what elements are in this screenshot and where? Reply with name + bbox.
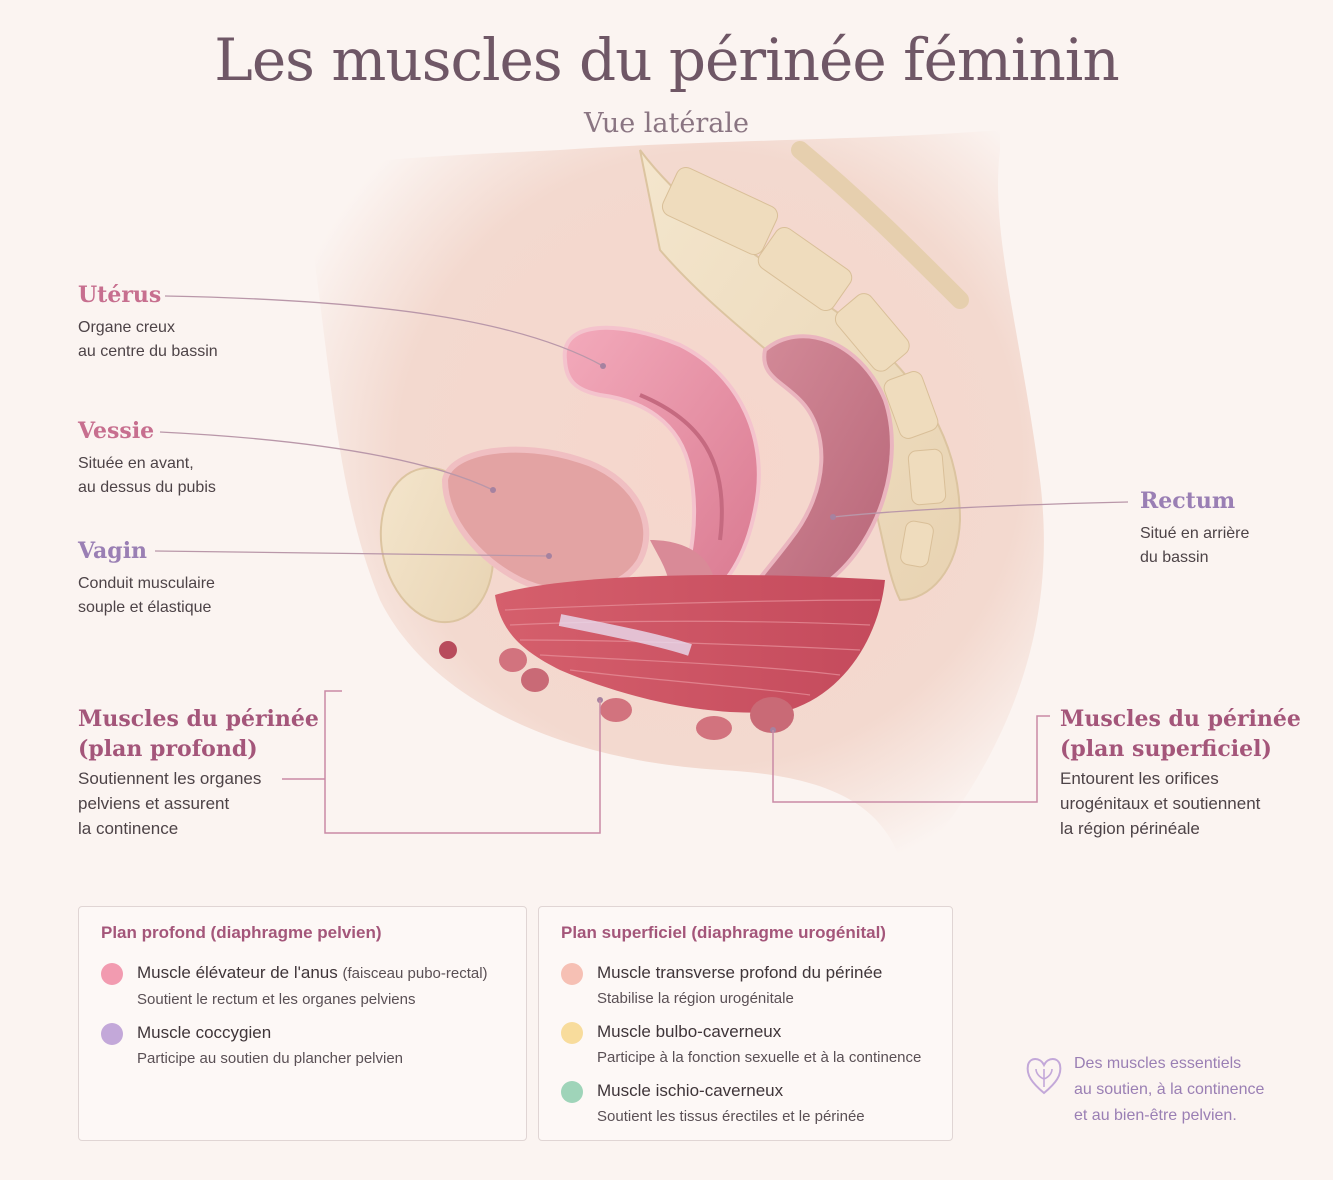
label-superficial-muscles: Muscles du périnée (plan superficiel) En… — [1060, 704, 1301, 841]
rectum-desc: Situé en arrière du bassin — [1140, 522, 1249, 570]
bracket-lines — [282, 690, 1050, 834]
heart-lotus-icon — [1026, 1058, 1062, 1095]
vessie-title: Vessie — [78, 418, 155, 444]
page-subtitle: Vue latérale — [584, 108, 749, 139]
legend-deep-title: Plan profond (diaphragme pelvien) — [101, 923, 382, 942]
legend-deep-box: Plan profond (diaphragme pelvien) Muscle… — [78, 906, 527, 1141]
deep-muscles-title: Muscles du périnée (plan profond) — [78, 704, 319, 764]
uterus-desc-line: Organe creux — [78, 319, 175, 336]
color-dot-yellow — [561, 1022, 583, 1044]
superficial-desc-line: Entourent les orifices — [1060, 769, 1219, 788]
legend-item-desc: Soutient les tissus érectiles et le péri… — [597, 1108, 865, 1125]
superficial-muscles-title: Muscles du périnée (plan superficiel) — [1060, 704, 1301, 764]
legend-item-name: Muscle ischio-caverneux — [597, 1081, 784, 1100]
vagin-title: Vagin — [78, 538, 148, 564]
note-line: Des muscles essentiels — [1074, 1055, 1242, 1072]
color-dot-lavender — [101, 1023, 123, 1045]
color-dot-peach — [561, 963, 583, 985]
uterus-title: Utérus — [78, 282, 162, 308]
legend-item-desc: Participe à la fonction sexuelle et à la… — [597, 1049, 922, 1066]
vessie-desc-line: Située en avant, — [78, 455, 194, 472]
legend-superficial-box: Plan superficiel (diaphragme urogénital)… — [538, 906, 953, 1141]
color-dot-green — [561, 1081, 583, 1103]
legend-superficial-title: Plan superficiel (diaphragme urogénital) — [561, 923, 886, 942]
note-line: au soutien, à la continence — [1074, 1081, 1265, 1098]
page-title: Les muscles du périnée féminin — [214, 26, 1119, 94]
legend-item-desc: Stabilise la région urogénitale — [597, 990, 794, 1007]
vessie-desc-line: au dessus du pubis — [78, 479, 216, 496]
vagin-desc: Conduit musculaire souple et élastique — [78, 572, 215, 620]
label-vessie: Vessie Située en avant, au dessus du pub… — [78, 416, 216, 500]
legend-item-name: Muscle élévateur de l'anus — [137, 963, 338, 982]
deep-muscles-desc: Soutiennent les organes pelviens et assu… — [78, 766, 319, 841]
legend-item-name: Muscle coccygien — [137, 1023, 272, 1042]
leader-lines — [154, 295, 1129, 557]
color-dot-pink — [101, 963, 123, 985]
legend-item-desc: Soutient le rectum et les organes pelvie… — [137, 991, 416, 1008]
superficial-title-line: (plan superficiel) — [1060, 736, 1272, 762]
rectum-desc-line: Situé en arrière — [1140, 525, 1250, 542]
deep-title-line: (plan profond) — [78, 736, 258, 762]
legend-item-name: Muscle transverse profond du périnée — [597, 963, 883, 982]
label-uterus: Utérus Organe creux au centre du bassin — [78, 280, 218, 364]
vagin-desc-line: Conduit musculaire — [78, 575, 215, 592]
label-deep-muscles: Muscles du périnée (plan profond) Soutie… — [78, 704, 319, 841]
deep-desc-line: Soutiennent les organes — [78, 769, 262, 788]
note-line: et au bien-être pelvien. — [1074, 1107, 1237, 1124]
rectum-title: Rectum — [1140, 488, 1236, 514]
fascia — [558, 614, 692, 656]
superficial-desc-line: urogénitaux et soutiennent — [1060, 794, 1261, 813]
legend-item-name: Muscle bulbo-caverneux — [597, 1022, 782, 1041]
superficial-muscles — [439, 641, 794, 740]
deep-desc-line: pelviens et assurent — [78, 794, 230, 813]
superficial-title-line: Muscles du périnée — [1060, 706, 1301, 732]
vagin-desc-line: souple et élastique — [78, 599, 212, 616]
legend-item-qualifier: (faisceau pubo-rectal) — [342, 965, 488, 982]
superficial-desc-line: la région périnéale — [1060, 819, 1200, 838]
superficial-muscles-desc: Entourent les orifices urogénitaux et so… — [1060, 766, 1301, 841]
uterus-desc-line: au centre du bassin — [78, 343, 218, 360]
deep-title-line: Muscles du périnée — [78, 706, 319, 732]
deep-desc-line: la continence — [78, 819, 179, 838]
rectum-desc-line: du bassin — [1140, 549, 1209, 566]
closing-note: Des muscles essentiels au soutien, à la … — [1074, 1051, 1264, 1129]
uterus-desc: Organe creux au centre du bassin — [78, 316, 218, 364]
vessie-desc: Située en avant, au dessus du pubis — [78, 452, 216, 500]
label-vagin: Vagin Conduit musculaire souple et élast… — [78, 536, 215, 620]
legend-item-desc: Participe au soutien du plancher pelvien — [137, 1050, 404, 1067]
bladder — [441, 446, 650, 595]
label-rectum: Rectum Situé en arrière du bassin — [1140, 486, 1249, 570]
